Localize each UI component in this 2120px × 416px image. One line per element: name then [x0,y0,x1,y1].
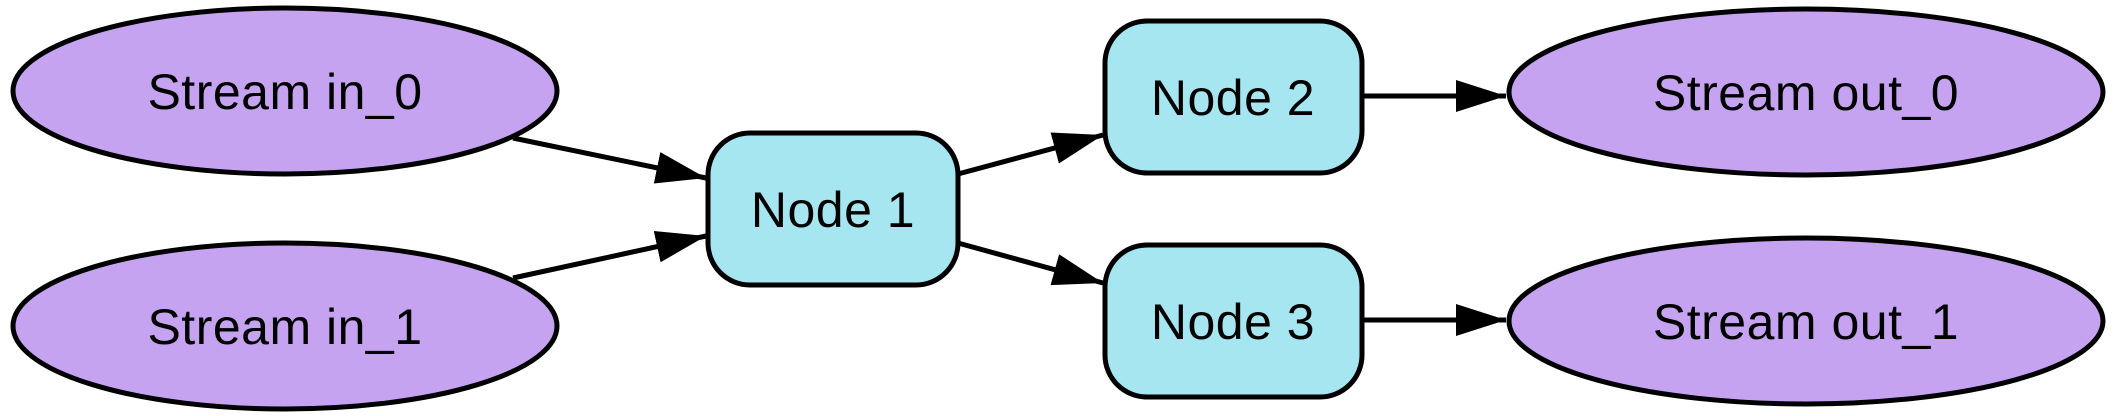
node-label-node-1: Node 1 [750,182,916,238]
edge-node-1-to-node-2 [957,132,1104,177]
edge-stream-in-1-to-node-1 [512,230,707,281]
node-label-node-2: Node 2 [1150,70,1316,126]
node-shape-stream-in-1 [10,240,560,412]
node-shape-stream-in-0 [10,5,560,177]
node-label-stream-out-1: Stream out_1 [1652,294,1960,350]
edge-node-1-to-node-3 [957,240,1104,286]
node-shape-node-1 [705,130,961,288]
node-label-stream-in-0: Stream in_0 [147,64,423,120]
node-label-node-3: Node 3 [1150,294,1316,350]
node-label-stream-in-1: Stream in_1 [147,299,423,355]
node-label-stream-out-0: Stream out_0 [1652,65,1960,121]
node-shape-stream-out-1 [1506,235,2106,407]
edge-stream-in-0-to-node-1 [512,135,707,184]
node-shape-stream-out-0 [1506,6,2106,178]
